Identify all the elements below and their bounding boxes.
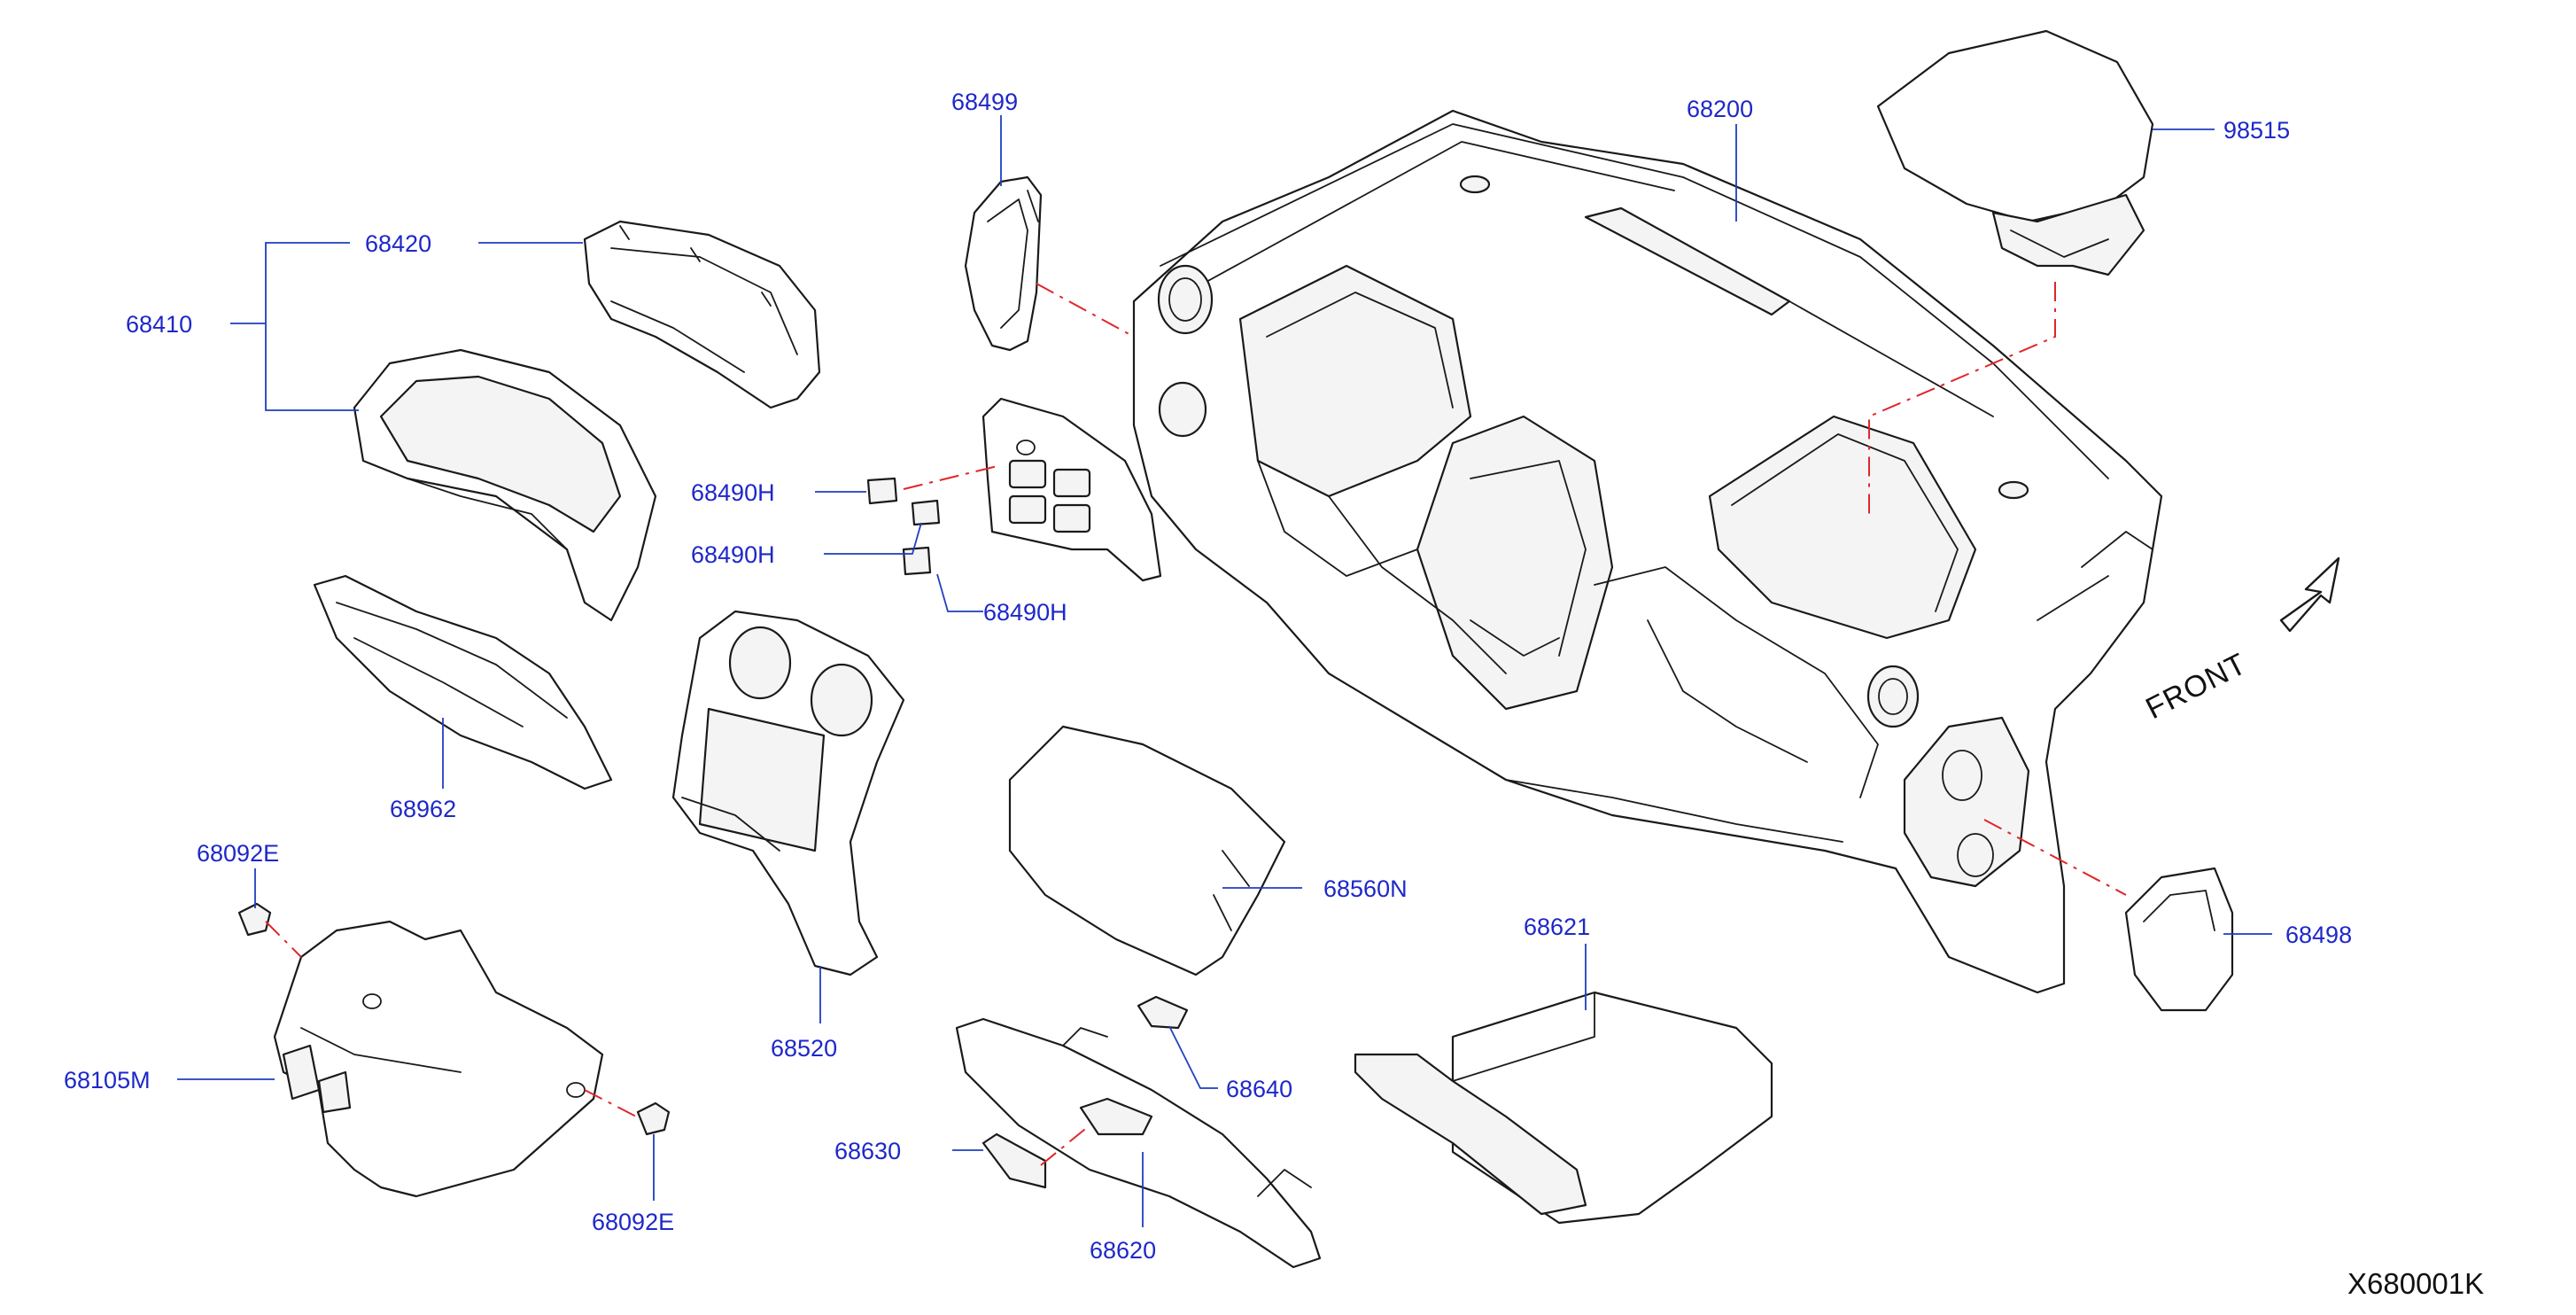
callout-68498[interactable]: 68498	[2285, 922, 2352, 948]
assembly-line-68498	[1983, 819, 2127, 896]
callout-68499[interactable]: 68499	[951, 89, 1018, 115]
glove-box-housing-part[interactable]	[1354, 991, 1773, 1225]
assembly-line-68092e-top	[265, 921, 302, 958]
center-cluster-finisher-part[interactable]	[671, 610, 905, 977]
leader-68490h-b	[824, 522, 922, 555]
leader-68490h-c	[936, 573, 983, 612]
diagram-code: X680001K	[2347, 1267, 2484, 1300]
callout-68092e-b[interactable]: 68092E	[592, 1209, 674, 1235]
front-label: FRONT	[2140, 647, 2252, 726]
callout-68200[interactable]: 68200	[1687, 96, 1753, 122]
callout-68962[interactable]: 68962	[390, 796, 456, 822]
assembly-line-98515	[1868, 282, 2056, 514]
switch-panel-part[interactable]	[982, 397, 1162, 582]
callout-68620[interactable]: 68620	[1090, 1237, 1156, 1264]
glove-lid-part[interactable]	[955, 1017, 1322, 1269]
callout-68630[interactable]: 68630	[834, 1138, 901, 1164]
clip-68092e-top-part[interactable]	[237, 902, 272, 937]
callout-68520[interactable]: 68520	[771, 1035, 837, 1062]
callout-68490h-c[interactable]: 68490H	[983, 599, 1067, 626]
callout-68490h-a[interactable]: 68490H	[691, 479, 775, 506]
switch-h-1-part[interactable]	[866, 477, 898, 505]
leader-68410-bracket	[230, 242, 359, 411]
callout-68410[interactable]: 68410	[126, 311, 192, 338]
callout-68621[interactable]: 68621	[1524, 914, 1590, 940]
passenger-airbag-part[interactable]	[1876, 29, 2154, 276]
callout-68640[interactable]: 68640	[1226, 1076, 1292, 1102]
assembly-line-switches	[903, 464, 1002, 490]
front-direction-arrow-icon	[2279, 556, 2340, 633]
meter-cover-part[interactable]	[583, 220, 821, 409]
glove-lid-handle-part[interactable]	[982, 1132, 1047, 1189]
cluster-lid-panel-part[interactable]	[1008, 725, 1286, 977]
callout-68092e-a[interactable]: 68092E	[197, 840, 279, 867]
callout-68105m[interactable]: 68105M	[64, 1067, 151, 1093]
instrument-panel-part[interactable]	[1132, 109, 2163, 994]
leader-68640	[1168, 1025, 1218, 1089]
callout-98515[interactable]: 98515	[2223, 117, 2290, 144]
clip-68092e-bottom-part[interactable]	[636, 1101, 671, 1136]
cluster-lid-part[interactable]	[353, 348, 657, 622]
callout-68490h-b[interactable]: 68490H	[691, 541, 775, 568]
left-side-finisher-part[interactable]	[964, 175, 1043, 352]
assembly-line-68499	[1036, 283, 1135, 338]
switch-h-2-part[interactable]	[911, 499, 941, 526]
right-side-finisher-part[interactable]	[2124, 867, 2234, 1012]
switch-h-3-part[interactable]	[902, 546, 932, 576]
callout-68420[interactable]: 68420	[365, 230, 431, 257]
assembly-line-68630	[1040, 1124, 1090, 1166]
column-cover-part[interactable]	[273, 920, 604, 1198]
callout-68560n[interactable]: 68560N	[1323, 875, 1408, 902]
lower-instrument-cover-part[interactable]	[313, 574, 613, 790]
glove-lid-stopper-part[interactable]	[1137, 995, 1189, 1030]
assembly-line-68092e-bottom	[584, 1089, 640, 1119]
